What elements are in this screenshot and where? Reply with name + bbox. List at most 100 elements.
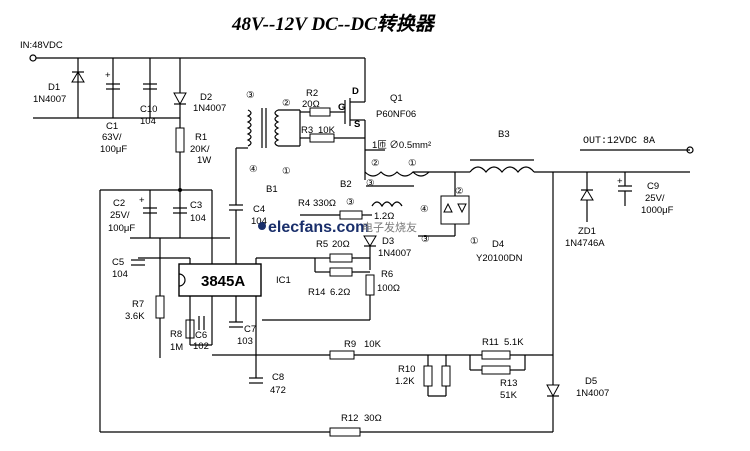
d4-pin-1: ① xyxy=(470,236,479,247)
r14-ref: R14 xyxy=(308,287,325,298)
c8-value: 472 xyxy=(270,385,286,396)
d3-ref: D3 xyxy=(382,236,394,247)
zener-zd1 xyxy=(580,172,594,222)
b1-pin-2: ② xyxy=(282,98,291,109)
aux-winding-value: 1.2Ω xyxy=(374,211,394,222)
capacitor-c2 xyxy=(143,207,157,214)
d2-value: 1N4007 xyxy=(193,103,226,114)
resistor-r7 xyxy=(155,258,165,358)
b2-pin-3: ③ xyxy=(366,178,375,189)
b1-pin-1: ① xyxy=(282,166,291,177)
b3-ref: B3 xyxy=(498,129,510,140)
zd1-ref: ZD1 xyxy=(578,226,596,237)
c9-value: 1000μF xyxy=(641,205,674,216)
capacitor-c7 xyxy=(229,302,243,328)
watermark-brand: elecfans.com xyxy=(268,219,369,236)
c7-ref: C7 xyxy=(244,324,256,335)
c2-ref: C2 xyxy=(113,198,125,209)
c3-ref: C3 xyxy=(190,200,202,211)
d2-ref: D2 xyxy=(200,92,212,103)
diode-d2 xyxy=(173,58,187,128)
q1-drain-pin: D xyxy=(352,86,359,97)
elecfans-logo: elecfans.com 电子发烧友 xyxy=(258,219,417,236)
c4-value: 104 xyxy=(251,216,267,227)
b2-pin-1: ① xyxy=(408,158,417,169)
c5-ref: C5 xyxy=(112,257,124,268)
c7-value: 103 xyxy=(237,336,253,347)
capacitor-c4 xyxy=(229,204,243,258)
r8-ref: R8 xyxy=(170,329,182,340)
resistor-r2 xyxy=(300,107,345,117)
r6-value: 100Ω xyxy=(377,283,400,294)
c9-volt: 25V/ xyxy=(645,193,665,204)
r6-ref: R6 xyxy=(381,269,393,280)
r1-ref: R1 xyxy=(195,132,207,143)
d4-part: Y20100DN xyxy=(476,253,523,264)
diode-d3 xyxy=(363,235,377,247)
r12-value: 30Ω xyxy=(364,413,382,424)
resistor-r11 xyxy=(481,350,511,360)
r4-ref: R4 xyxy=(298,198,310,209)
watermark-cn: 电子发烧友 xyxy=(362,220,417,234)
transformer-b1 xyxy=(235,108,301,205)
resistor-r3 xyxy=(300,133,365,143)
ic-3845a xyxy=(178,257,315,302)
d4-pin-4: ④ xyxy=(420,204,429,215)
r7-value: 3.6K xyxy=(125,311,145,322)
r11-value: 5.1K xyxy=(504,337,524,348)
winding-note: 1匝 ∅0.5mm² xyxy=(372,140,431,151)
c1-value: 100μF xyxy=(100,144,127,155)
d1-ref: D1 xyxy=(48,82,60,93)
c2-plus: + xyxy=(139,195,145,206)
r10-value: 1.2K xyxy=(395,376,415,387)
d4-pin-2: ② xyxy=(455,186,464,197)
zd1-value: 1N4746A xyxy=(565,238,605,249)
c1-ref: C1 xyxy=(106,121,118,132)
diagram-title: 48V--12V DC--DC转换器 xyxy=(231,13,436,35)
d5-ref: D5 xyxy=(585,376,597,387)
c2-volt: 25V/ xyxy=(110,210,130,221)
resistor-r5 xyxy=(315,246,371,270)
ic-ref: IC1 xyxy=(276,275,291,286)
d1-value: 1N4007 xyxy=(33,94,66,105)
resistor-r12 xyxy=(329,427,361,437)
r11-ref: R11 xyxy=(482,337,499,348)
r13-ref: R13 xyxy=(500,378,517,389)
ic-part: 3845A xyxy=(201,273,245,290)
resistor-r1 xyxy=(175,127,185,190)
c2-value: 100μF xyxy=(108,223,135,234)
capacitor-c1 xyxy=(106,83,120,90)
b1-pin-3: ③ xyxy=(246,90,255,101)
q1-source-pin: S xyxy=(354,119,360,130)
c10-value: 104 xyxy=(140,116,156,127)
feedback-bus xyxy=(212,302,553,378)
r1-value: 20K/ xyxy=(190,144,210,155)
c6-ref: C6 xyxy=(195,330,207,341)
r2-ref: R2 xyxy=(306,88,318,99)
r9-ref: R9 xyxy=(344,339,356,350)
resistor-r13 xyxy=(469,355,526,375)
r10-ref: R10 xyxy=(398,364,415,375)
r14-value: 6.2Ω xyxy=(330,287,350,298)
r13-value: 51K xyxy=(500,390,518,401)
c4-ref: C4 xyxy=(253,204,265,215)
capacitor-c6 xyxy=(189,302,213,346)
b2-ref: B2 xyxy=(340,179,352,190)
q1-gate-pin: G xyxy=(338,102,345,113)
resistor-r6 xyxy=(262,274,375,321)
d4-pin-3: ③ xyxy=(421,234,430,245)
r4-pin-3: ③ xyxy=(346,197,355,208)
d4-ref: D4 xyxy=(492,239,504,250)
c9-ref: C9 xyxy=(647,181,659,192)
capacitor-c10 xyxy=(143,83,157,90)
c6-value: 102 xyxy=(193,341,209,352)
mosfet-q1 xyxy=(344,90,366,180)
c8-ref: C8 xyxy=(272,372,284,383)
d5-value: 1N4007 xyxy=(576,388,609,399)
c10-ref: C10 xyxy=(140,104,157,115)
r8-value: 1M xyxy=(170,342,183,353)
diode-d4 xyxy=(418,172,470,237)
b1-pin-4: ④ xyxy=(249,164,258,175)
resistor-r14 xyxy=(314,258,370,277)
